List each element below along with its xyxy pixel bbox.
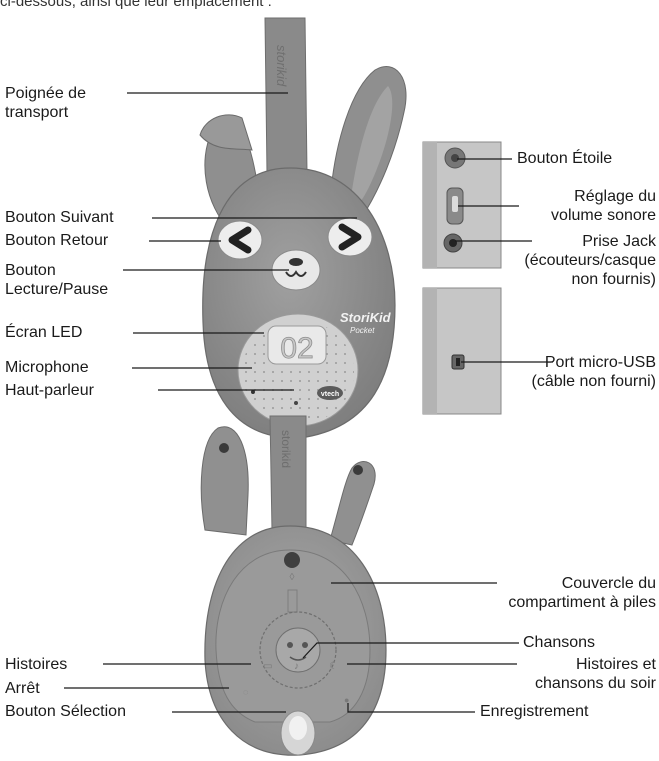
- pocket-logo: Pocket: [350, 326, 375, 335]
- label-bouton-etoile: Bouton Étoile: [517, 149, 612, 168]
- arret-mode-icon: ◌: [243, 687, 248, 697]
- label-histoires: Histoires: [5, 655, 67, 674]
- label-microphone: Microphone: [5, 358, 89, 377]
- back-device: storikid ◊ ▭ ♪ ☾ ◌ ●: [201, 416, 386, 755]
- label-arret: Arrêt: [5, 679, 40, 698]
- screw: [284, 552, 300, 568]
- label-bouton-selection: Bouton Sélection: [5, 702, 126, 721]
- side-panel-bottom: [423, 288, 501, 414]
- label-ecran-led: Écran LED: [5, 323, 82, 342]
- svg-text:storikid: storikid: [279, 430, 293, 468]
- front-device: storikid StoriKid Pocket: [200, 18, 406, 438]
- back-right-ear: [330, 461, 375, 545]
- speaker-hole: [294, 401, 298, 405]
- next-button-eye: [328, 218, 372, 256]
- led-digits: 02: [280, 332, 313, 365]
- chansons-mode-icon: ♪: [294, 661, 299, 672]
- strap-text: storikid: [274, 45, 289, 87]
- svg-text:◊: ◊: [290, 572, 295, 583]
- back-left-ear: [201, 427, 248, 535]
- label-bouton-retour: Bouton Retour: [5, 231, 108, 250]
- label-chansons: Chansons: [523, 633, 595, 652]
- histoires-mode-icon: ▭: [263, 661, 272, 672]
- side-panel-top: [423, 142, 501, 268]
- label-haut-parleur: Haut-parleur: [5, 381, 94, 400]
- enregistrement-mode-icon: ●: [344, 695, 349, 705]
- label-enregistrement: Enregistrement: [480, 702, 589, 721]
- label-port-usb: Port micro-USB(câble non fourni): [531, 353, 656, 391]
- svg-text:storikid: storikid: [274, 45, 289, 87]
- soir-mode-icon: ☾: [329, 661, 338, 672]
- svg-text:vtech: vtech: [321, 391, 339, 398]
- back-button-eye: [218, 221, 262, 259]
- label-bouton-suivant: Bouton Suivant: [5, 208, 114, 227]
- storikid-logo: StoriKid: [340, 310, 392, 325]
